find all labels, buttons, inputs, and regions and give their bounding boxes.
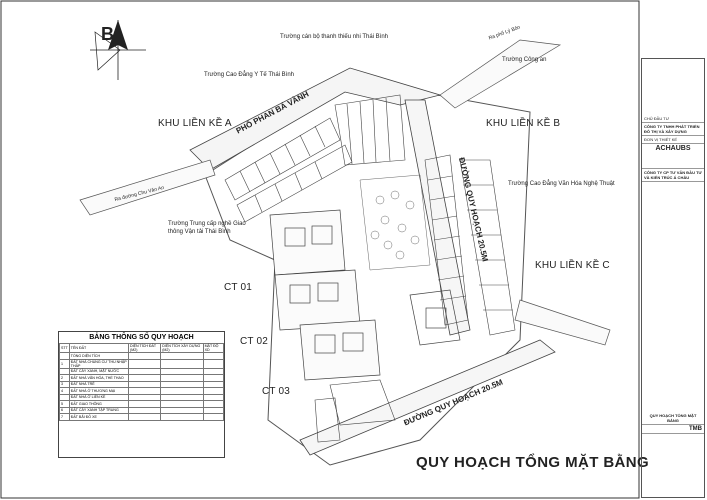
parking-lot bbox=[314, 397, 341, 443]
neighbor-cong-an: Trường Công an bbox=[502, 57, 547, 63]
map-title: QUY HOẠCH TỔNG MẶT BẰNG bbox=[416, 454, 650, 471]
neighbor-truong-can-bo: Trường cán bộ thanh thiếu nhi Thái Bình bbox=[280, 34, 389, 40]
consultant-label: ĐƠN VỊ THIẾT KẾ bbox=[642, 136, 704, 144]
apartment-blocks bbox=[269, 209, 381, 381]
zone-ct01: CT 01 bbox=[224, 282, 253, 293]
title-block-panel: CHỦ ĐẦU TƯ CÔNG TY TNHH PHÁT TRIỂN ĐÔ TH… bbox=[641, 58, 705, 498]
central-park bbox=[359, 174, 431, 271]
master-plan-map bbox=[0, 0, 640, 499]
khu-lien-ke-b bbox=[334, 94, 406, 166]
khu-lien-ke-c bbox=[424, 154, 516, 336]
owner-name: CÔNG TY TNHH PHÁT TRIỂN ĐÔ THỊ VÀ XÂY DỰ… bbox=[642, 123, 704, 136]
road-quy-hoach-2 bbox=[299, 339, 556, 456]
zone-ct03: CT 03 bbox=[262, 386, 291, 397]
legend-cell: ĐẤT BÃI ĐỖ XE bbox=[68, 413, 130, 421]
drawing-name: QUY HOẠCH TỔNG MẶT BẰNG bbox=[642, 412, 704, 425]
north-arrow-icon bbox=[90, 20, 146, 80]
planning-legend-table: BẢNG THÔNG SỐ QUY HOẠCH STT TÊN ĐẤT DIỆN… bbox=[58, 331, 225, 458]
owner-label: CHỦ ĐẦU TƯ bbox=[642, 115, 704, 123]
zone-ct02: CT 02 bbox=[240, 336, 269, 347]
legend-title: BẢNG THÔNG SỐ QUY HOẠCH bbox=[89, 334, 194, 341]
legend-cell: ĐẤT NHÀ CHUNG CƯ THU NHẬP THẤP bbox=[68, 358, 130, 369]
legend-header: TÊN ĐẤT bbox=[68, 343, 130, 353]
legend-header: MẬT ĐỘ XD bbox=[202, 343, 225, 353]
legend-header: STT bbox=[59, 343, 70, 353]
zone-khu-lien-ke-a: KHU LIỀN KỀ A bbox=[158, 118, 232, 129]
legend-grid: STT TÊN ĐẤT DIỆN TÍCH ĐẤT (M2) DIỆN TÍCH… bbox=[59, 343, 225, 421]
neighbor-cao-dang-y: Trường Cao Đẳng Y Tế Thái Bình bbox=[204, 72, 295, 78]
neighbor-trung-cap: Trường Trung cấp nghề Giao thông Vận tải… bbox=[168, 221, 246, 235]
compass-letter: B bbox=[101, 24, 114, 44]
culture-center bbox=[409, 289, 461, 346]
neighbor-van-hoa: Trường Cao Đẳng Văn Hóa Nghệ Thuật bbox=[508, 181, 615, 187]
road-quy-hoach-1 bbox=[404, 99, 471, 336]
consultant-brand: ACHAUBS bbox=[642, 144, 704, 169]
legend-cell: 1 bbox=[59, 358, 70, 369]
legend-header: DIỆN TÍCH XÂY DỰNG (M2) bbox=[160, 343, 204, 353]
legend-cell: 7 bbox=[59, 413, 70, 421]
sheet-code: TMB bbox=[642, 425, 704, 434]
zone-khu-lien-ke-b: KHU LIỀN KỀ B bbox=[486, 118, 561, 129]
zone-khu-lien-ke-c: KHU LIỀN KỀ C bbox=[535, 260, 610, 271]
consultant-name: CÔNG TY CP TƯ VẤN ĐẦU TƯ VÀ KIẾN TRÚC Á … bbox=[642, 169, 704, 182]
legend-header: DIỆN TÍCH ĐẤT (M2) bbox=[128, 343, 162, 353]
